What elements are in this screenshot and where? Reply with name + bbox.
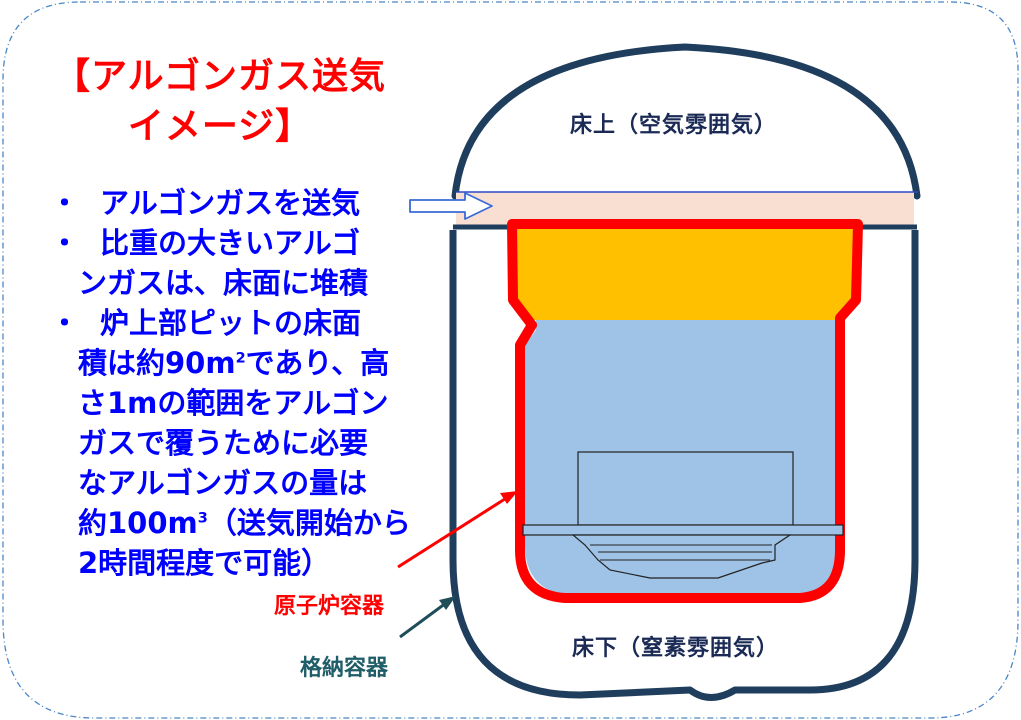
bullet-item: ・ 炉上部ピットの床面 積は約90m2であり、高 さ1mの範囲をアルゴン ガスで… xyxy=(50,303,411,583)
reactor-vessel-pointer-head xyxy=(500,491,518,504)
volume-text: 約100m xyxy=(78,506,198,540)
bullet-line: ンガスは、床面に堆積 xyxy=(78,266,369,300)
bullet-marker: ・ xyxy=(50,186,80,220)
reactor-vessel-upper xyxy=(512,224,858,320)
reactor-vessel-pointer xyxy=(397,495,509,569)
bullet-item: ・ アルゴンガスを送気 xyxy=(50,183,411,223)
area-text: 積は約90m xyxy=(78,346,236,380)
bullet-line: ガスで覆うために必要 xyxy=(78,426,369,460)
volume-text-tail: （送気開始から xyxy=(207,506,411,540)
bullet-line: 炉上部ピットの床面 xyxy=(100,306,362,340)
area-text-tail: であり、高 xyxy=(245,346,390,380)
title-line-2: イメージ】 xyxy=(127,106,313,147)
bullet-marker: ・ xyxy=(50,226,80,260)
argon-supply-arrow-icon xyxy=(409,192,493,220)
bullet-line: なアルゴンガスの量は xyxy=(78,466,368,500)
containment-dome xyxy=(451,43,921,200)
lower-floor-label: 床下（窒素雰囲気） xyxy=(572,636,780,661)
containment-vessel-pointer xyxy=(399,601,447,639)
core-block xyxy=(577,451,794,526)
reactor-vessel-outline xyxy=(507,219,863,603)
bullet-line: アルゴンガスを送気 xyxy=(100,186,361,220)
bullet-list: ・ アルゴンガスを送気 ・ 比重の大きいアルゴ ンガスは、床面に堆積 ・ 炉上部… xyxy=(50,183,411,583)
diagram-title: 【アルゴンガス送気 イメージ】 xyxy=(20,52,420,152)
bullet-line: 比重の大きいアルゴ xyxy=(100,226,361,260)
bullet-line: 積は約90m2であり、高 xyxy=(78,343,411,383)
bullet-marker: ・ xyxy=(50,306,80,340)
volume-superscript: 3 xyxy=(197,510,208,527)
bullet-item: ・ 比重の大きいアルゴ ンガスは、床面に堆積 xyxy=(50,223,411,303)
title-line-1: 【アルゴンガス送気 xyxy=(54,56,386,97)
bullet-line: 約100m3（送気開始から xyxy=(78,503,411,543)
upper-floor-label: 床上（空気雰囲気） xyxy=(570,113,778,138)
bullet-line: 2時間程度で可能） xyxy=(78,546,331,580)
containment-vessel-pointer-head xyxy=(439,596,456,610)
core-flange xyxy=(522,524,844,536)
area-superscript: 2 xyxy=(235,350,246,367)
bullet-line: さ1mの範囲をアルゴン xyxy=(78,386,389,420)
containment-vessel-label: 格納容器 xyxy=(300,656,389,681)
core-bottom-head xyxy=(571,534,792,579)
reactor-vessel-label: 原子炉容器 xyxy=(274,594,385,619)
